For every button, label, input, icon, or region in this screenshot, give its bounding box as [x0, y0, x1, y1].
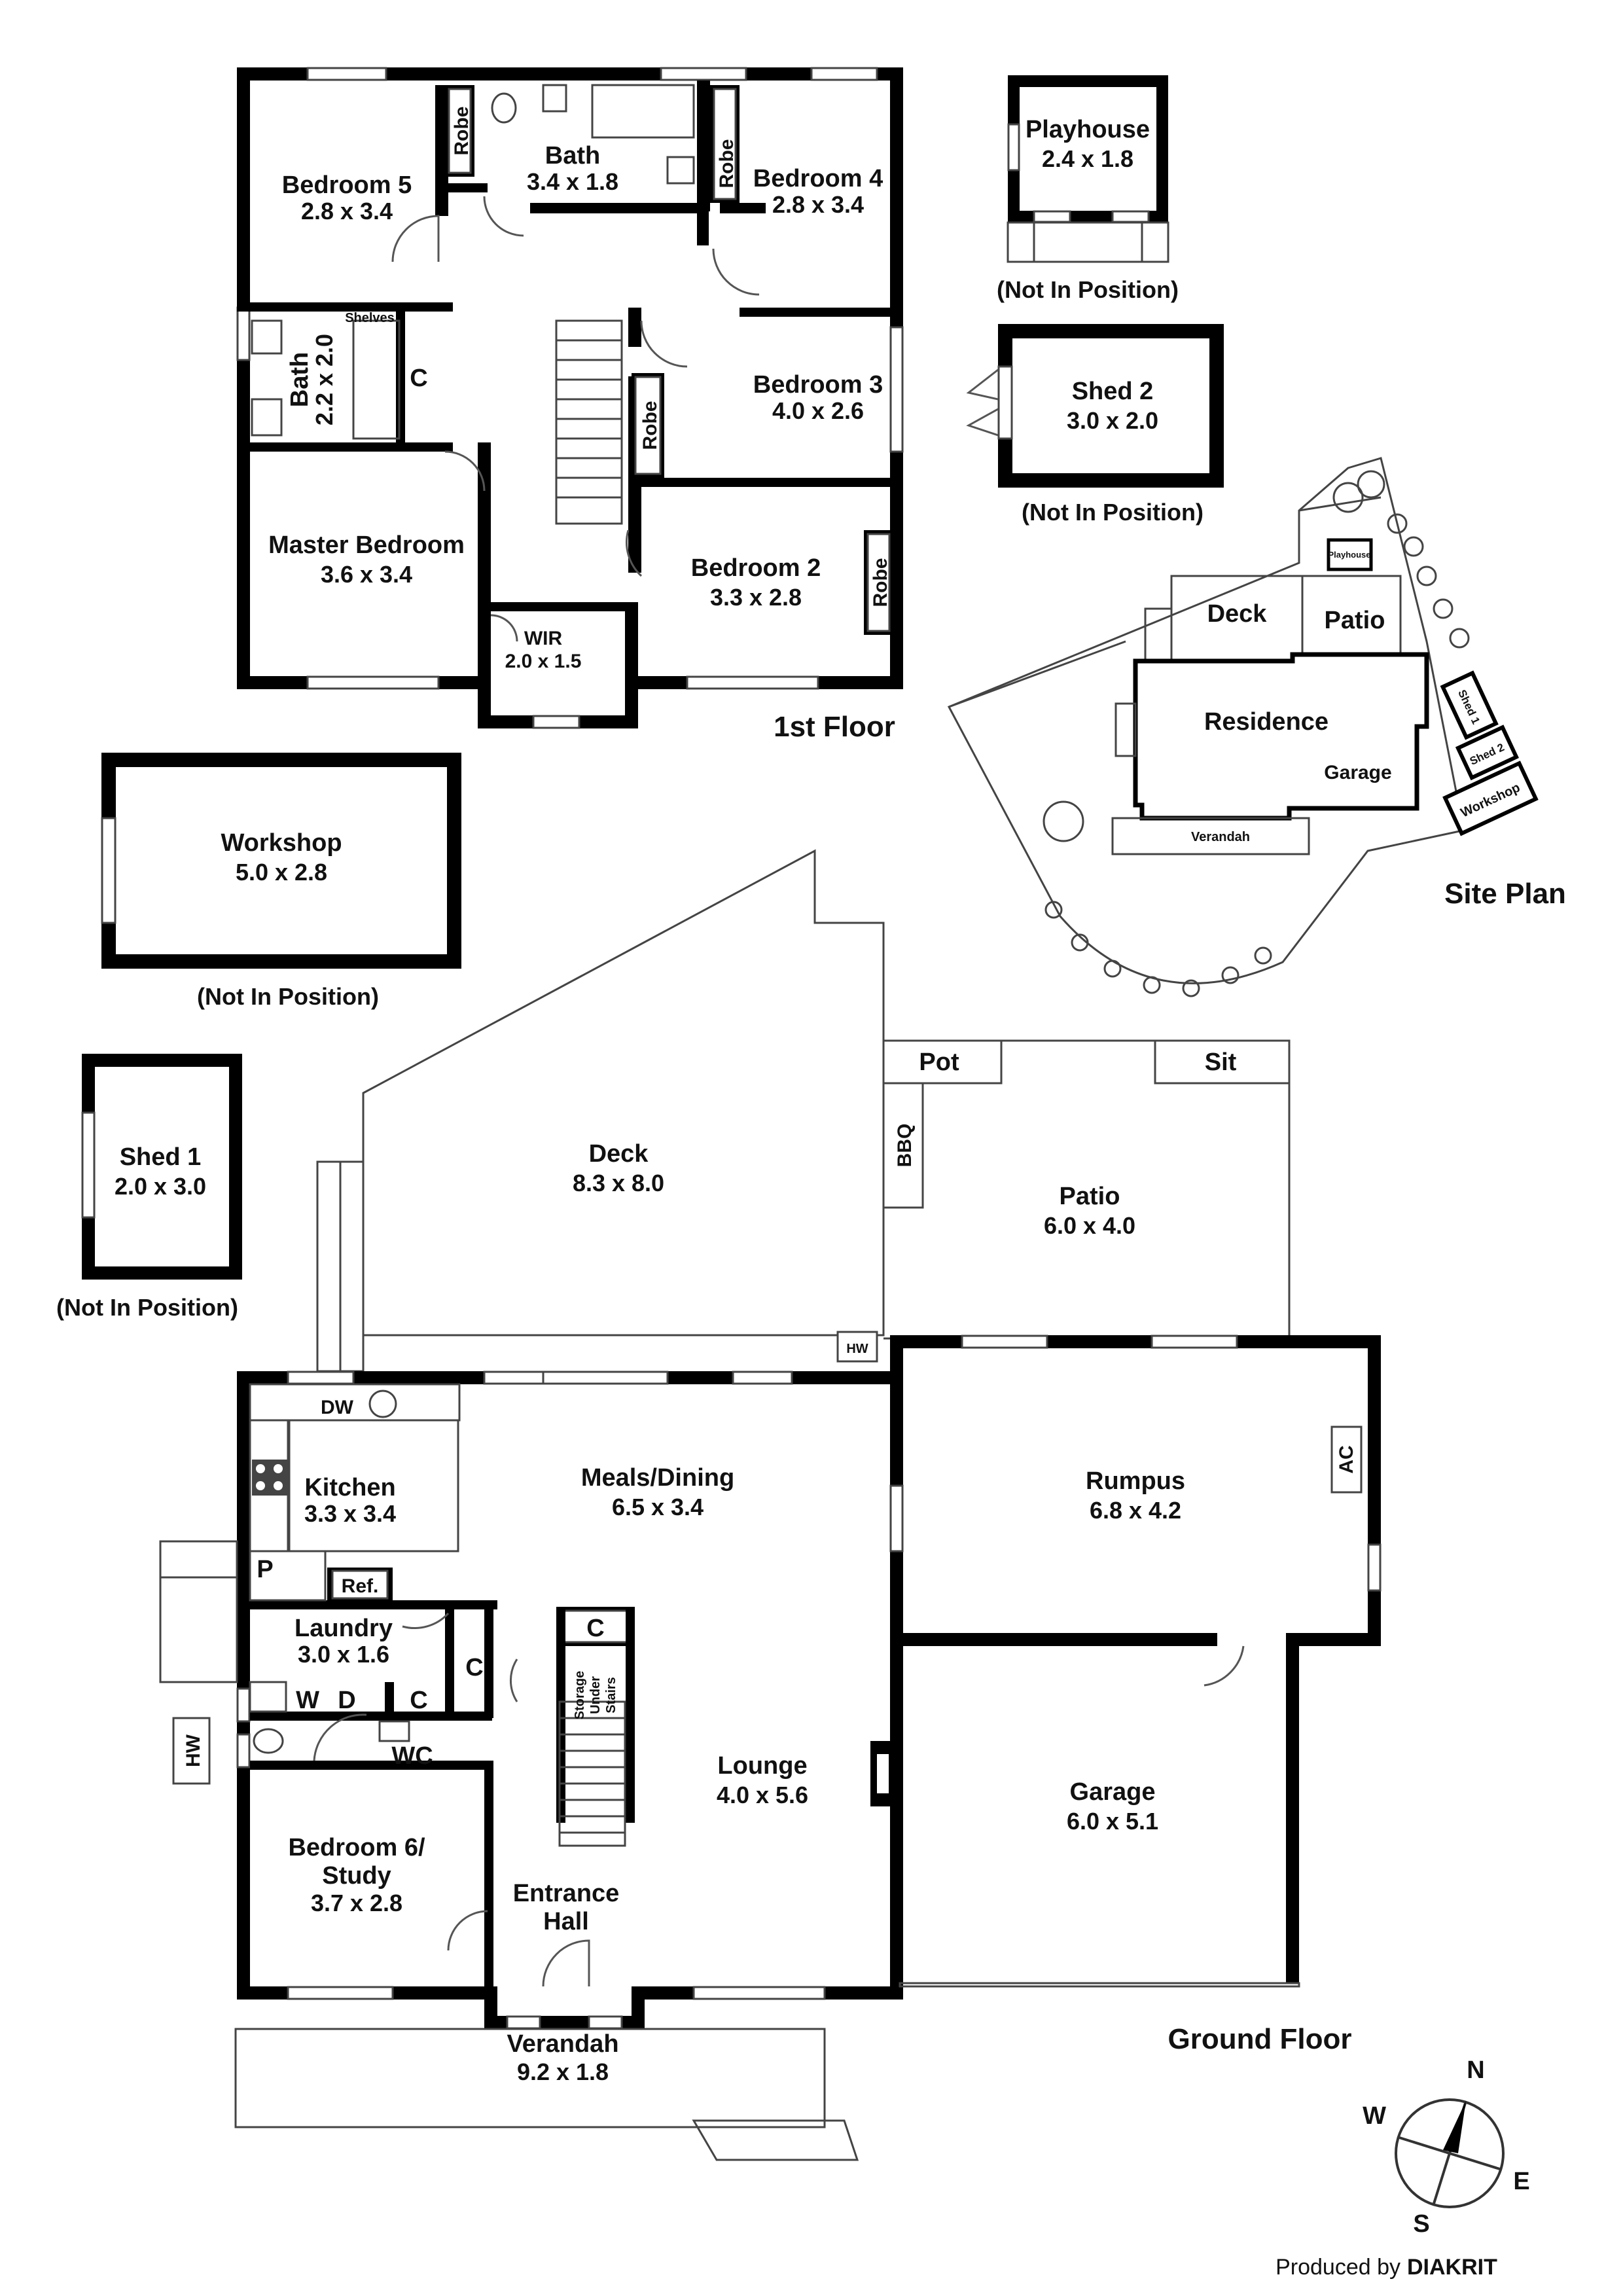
- meals-label: Meals/Dining: [581, 1464, 734, 1492]
- wir-label: WIR: [524, 628, 563, 649]
- shed2-dim: 3.0 x 2.0: [1067, 407, 1158, 434]
- bedroom4-dim: 2.8 x 3.4: [772, 191, 864, 218]
- patio-label: Patio: [1060, 1183, 1120, 1210]
- compass-rose: N E S W: [1363, 2056, 1530, 2238]
- bedroom6-label-2: Study: [322, 1862, 391, 1890]
- bedroom3-label: Bedroom 3: [753, 371, 883, 399]
- storage-label-1: Storage: [573, 1671, 587, 1719]
- bedroom5-label: Bedroom 5: [282, 171, 412, 199]
- bedroom4-label: Bedroom 4: [753, 165, 883, 192]
- ground-floor-plan: Pot Sit BBQ Deck 8.3 x 8.0 Patio 6.0 x 4…: [159, 849, 1382, 2161]
- hw-top-label: HW: [846, 1342, 868, 1356]
- workshop-plan: Workshop 5.0 x 2.8 (Not In Position): [101, 753, 461, 1010]
- playhouse-dim: 2.4 x 1.8: [1042, 145, 1133, 172]
- compass-e: E: [1513, 2168, 1529, 2195]
- bedroom2-label: Bedroom 2: [691, 554, 821, 582]
- cupboard-label: C: [410, 365, 427, 392]
- site-playhouse-label: Playhouse: [1328, 550, 1370, 560]
- site-patio-label: Patio: [1325, 607, 1385, 634]
- bath-side-dim: 2.2 x 2.0: [311, 334, 338, 425]
- compass-s: S: [1413, 2210, 1429, 2238]
- master-bedroom-label: Master Bedroom: [268, 531, 465, 559]
- laundry-label: Laundry: [294, 1615, 393, 1642]
- bath-top-dim: 3.4 x 1.8: [527, 168, 618, 195]
- bath-top-label: Bath: [545, 142, 600, 170]
- robe-label-1: Robe: [451, 107, 473, 156]
- shed1-note: (Not In Position): [56, 1294, 238, 1321]
- laundry-dim: 3.0 x 1.6: [298, 1641, 389, 1668]
- verandah-label: Verandah: [507, 2030, 618, 2058]
- workshop-note: (Not In Position): [197, 983, 379, 1010]
- produced-by-text: Produced by: [1275, 2255, 1400, 2280]
- verandah-dim: 9.2 x 1.8: [517, 2058, 609, 2085]
- ref-label: Ref.: [342, 1575, 379, 1597]
- compass-w: W: [1363, 2102, 1386, 2130]
- deck-label: Deck: [589, 1140, 649, 1168]
- playhouse-plan: Playhouse 2.4 x 1.8 (Not In Position): [997, 75, 1179, 303]
- bedroom6-label-1: Bedroom 6/: [288, 1834, 425, 1861]
- kitchen-dim: 3.3 x 3.4: [304, 1500, 396, 1527]
- first-floor-title: 1st Floor: [774, 711, 895, 743]
- patio-dim: 6.0 x 4.0: [1044, 1212, 1135, 1239]
- kitchen-label: Kitchen: [304, 1474, 395, 1501]
- entrance-label-2: Hall: [543, 1908, 589, 1935]
- workshop-dim: 5.0 x 2.8: [236, 859, 327, 886]
- shed2-note: (Not In Position): [1022, 499, 1204, 526]
- hw-side-label: HW: [183, 1734, 204, 1767]
- rumpus-dim: 6.8 x 4.2: [1090, 1497, 1181, 1524]
- ground-floor-title: Ground Floor: [1168, 2023, 1351, 2055]
- rumpus-label: Rumpus: [1086, 1467, 1185, 1495]
- robe-label-2: Robe: [716, 139, 738, 188]
- site-verandah-label: Verandah: [1191, 830, 1250, 844]
- robe-label-4: Robe: [870, 558, 891, 607]
- pot-label: Pot: [919, 1049, 959, 1076]
- washer-label: W: [296, 1687, 319, 1714]
- storage-label-3: Stairs: [604, 1677, 618, 1713]
- compass-n: N: [1467, 2056, 1484, 2084]
- playhouse-label: Playhouse: [1026, 116, 1150, 143]
- bedroom5-dim: 2.8 x 3.4: [301, 198, 393, 224]
- shed1-plan: Shed 1 2.0 x 3.0 (Not In Position): [56, 1054, 242, 1321]
- first-floor-plan: Bedroom 5 2.8 x 3.4 Bath 3.4 x 1.8 Bedro…: [236, 67, 904, 743]
- garage-dim: 6.0 x 5.1: [1067, 1808, 1158, 1835]
- deck-dim: 8.3 x 8.0: [573, 1170, 664, 1196]
- laundry-cupboard-label: C: [410, 1687, 427, 1714]
- bedroom3-dim: 4.0 x 2.6: [772, 397, 864, 424]
- site-residence-label: Residence: [1204, 708, 1329, 736]
- dw-label: DW: [321, 1397, 354, 1418]
- bedroom2-dim: 3.3 x 2.8: [710, 584, 802, 611]
- robe-label-3: Robe: [639, 401, 661, 450]
- shed2-label: Shed 2: [1072, 378, 1154, 405]
- workshop-label: Workshop: [221, 829, 342, 857]
- storage-label-2: Under: [588, 1676, 603, 1714]
- dryer-label: D: [338, 1687, 355, 1714]
- bedroom6-dim: 3.7 x 2.8: [311, 1890, 402, 1916]
- pantry-label: P: [257, 1556, 273, 1583]
- shelves-label: Shelves: [345, 311, 395, 325]
- diakrit-logo: DIAKRIT: [1407, 2255, 1497, 2280]
- master-bedroom-dim: 3.6 x 3.4: [321, 561, 412, 588]
- wir-dim: 2.0 x 1.5: [505, 651, 582, 672]
- shed1-label: Shed 1: [120, 1143, 202, 1171]
- shed1-dim: 2.0 x 3.0: [115, 1173, 206, 1200]
- site-plan-title: Site Plan: [1444, 878, 1566, 910]
- lounge-label: Lounge: [717, 1752, 807, 1780]
- wc-label: WC: [391, 1742, 433, 1770]
- shed2-plan: Shed 2 3.0 x 2.0 (Not In Position): [966, 324, 1224, 526]
- lounge-dim: 4.0 x 5.6: [717, 1782, 808, 1808]
- entrance-label-1: Entrance: [513, 1880, 620, 1907]
- playhouse-note: (Not In Position): [997, 276, 1179, 303]
- ac-label: AC: [1336, 1445, 1357, 1473]
- sit-label: Sit: [1205, 1049, 1237, 1076]
- site-plan: Deck Patio Residence Garage Verandah Pla…: [947, 457, 1566, 997]
- site-deck-label: Deck: [1207, 600, 1268, 628]
- hall-cupboard-label: C: [465, 1654, 483, 1681]
- bbq-label: BBQ: [894, 1124, 916, 1168]
- garage-label: Garage: [1070, 1778, 1156, 1806]
- meals-dim: 6.5 x 3.4: [612, 1494, 704, 1520]
- bath-side-label: Bath: [286, 352, 313, 407]
- stair-cupboard-label: C: [586, 1615, 604, 1642]
- site-garage-label: Garage: [1324, 762, 1391, 783]
